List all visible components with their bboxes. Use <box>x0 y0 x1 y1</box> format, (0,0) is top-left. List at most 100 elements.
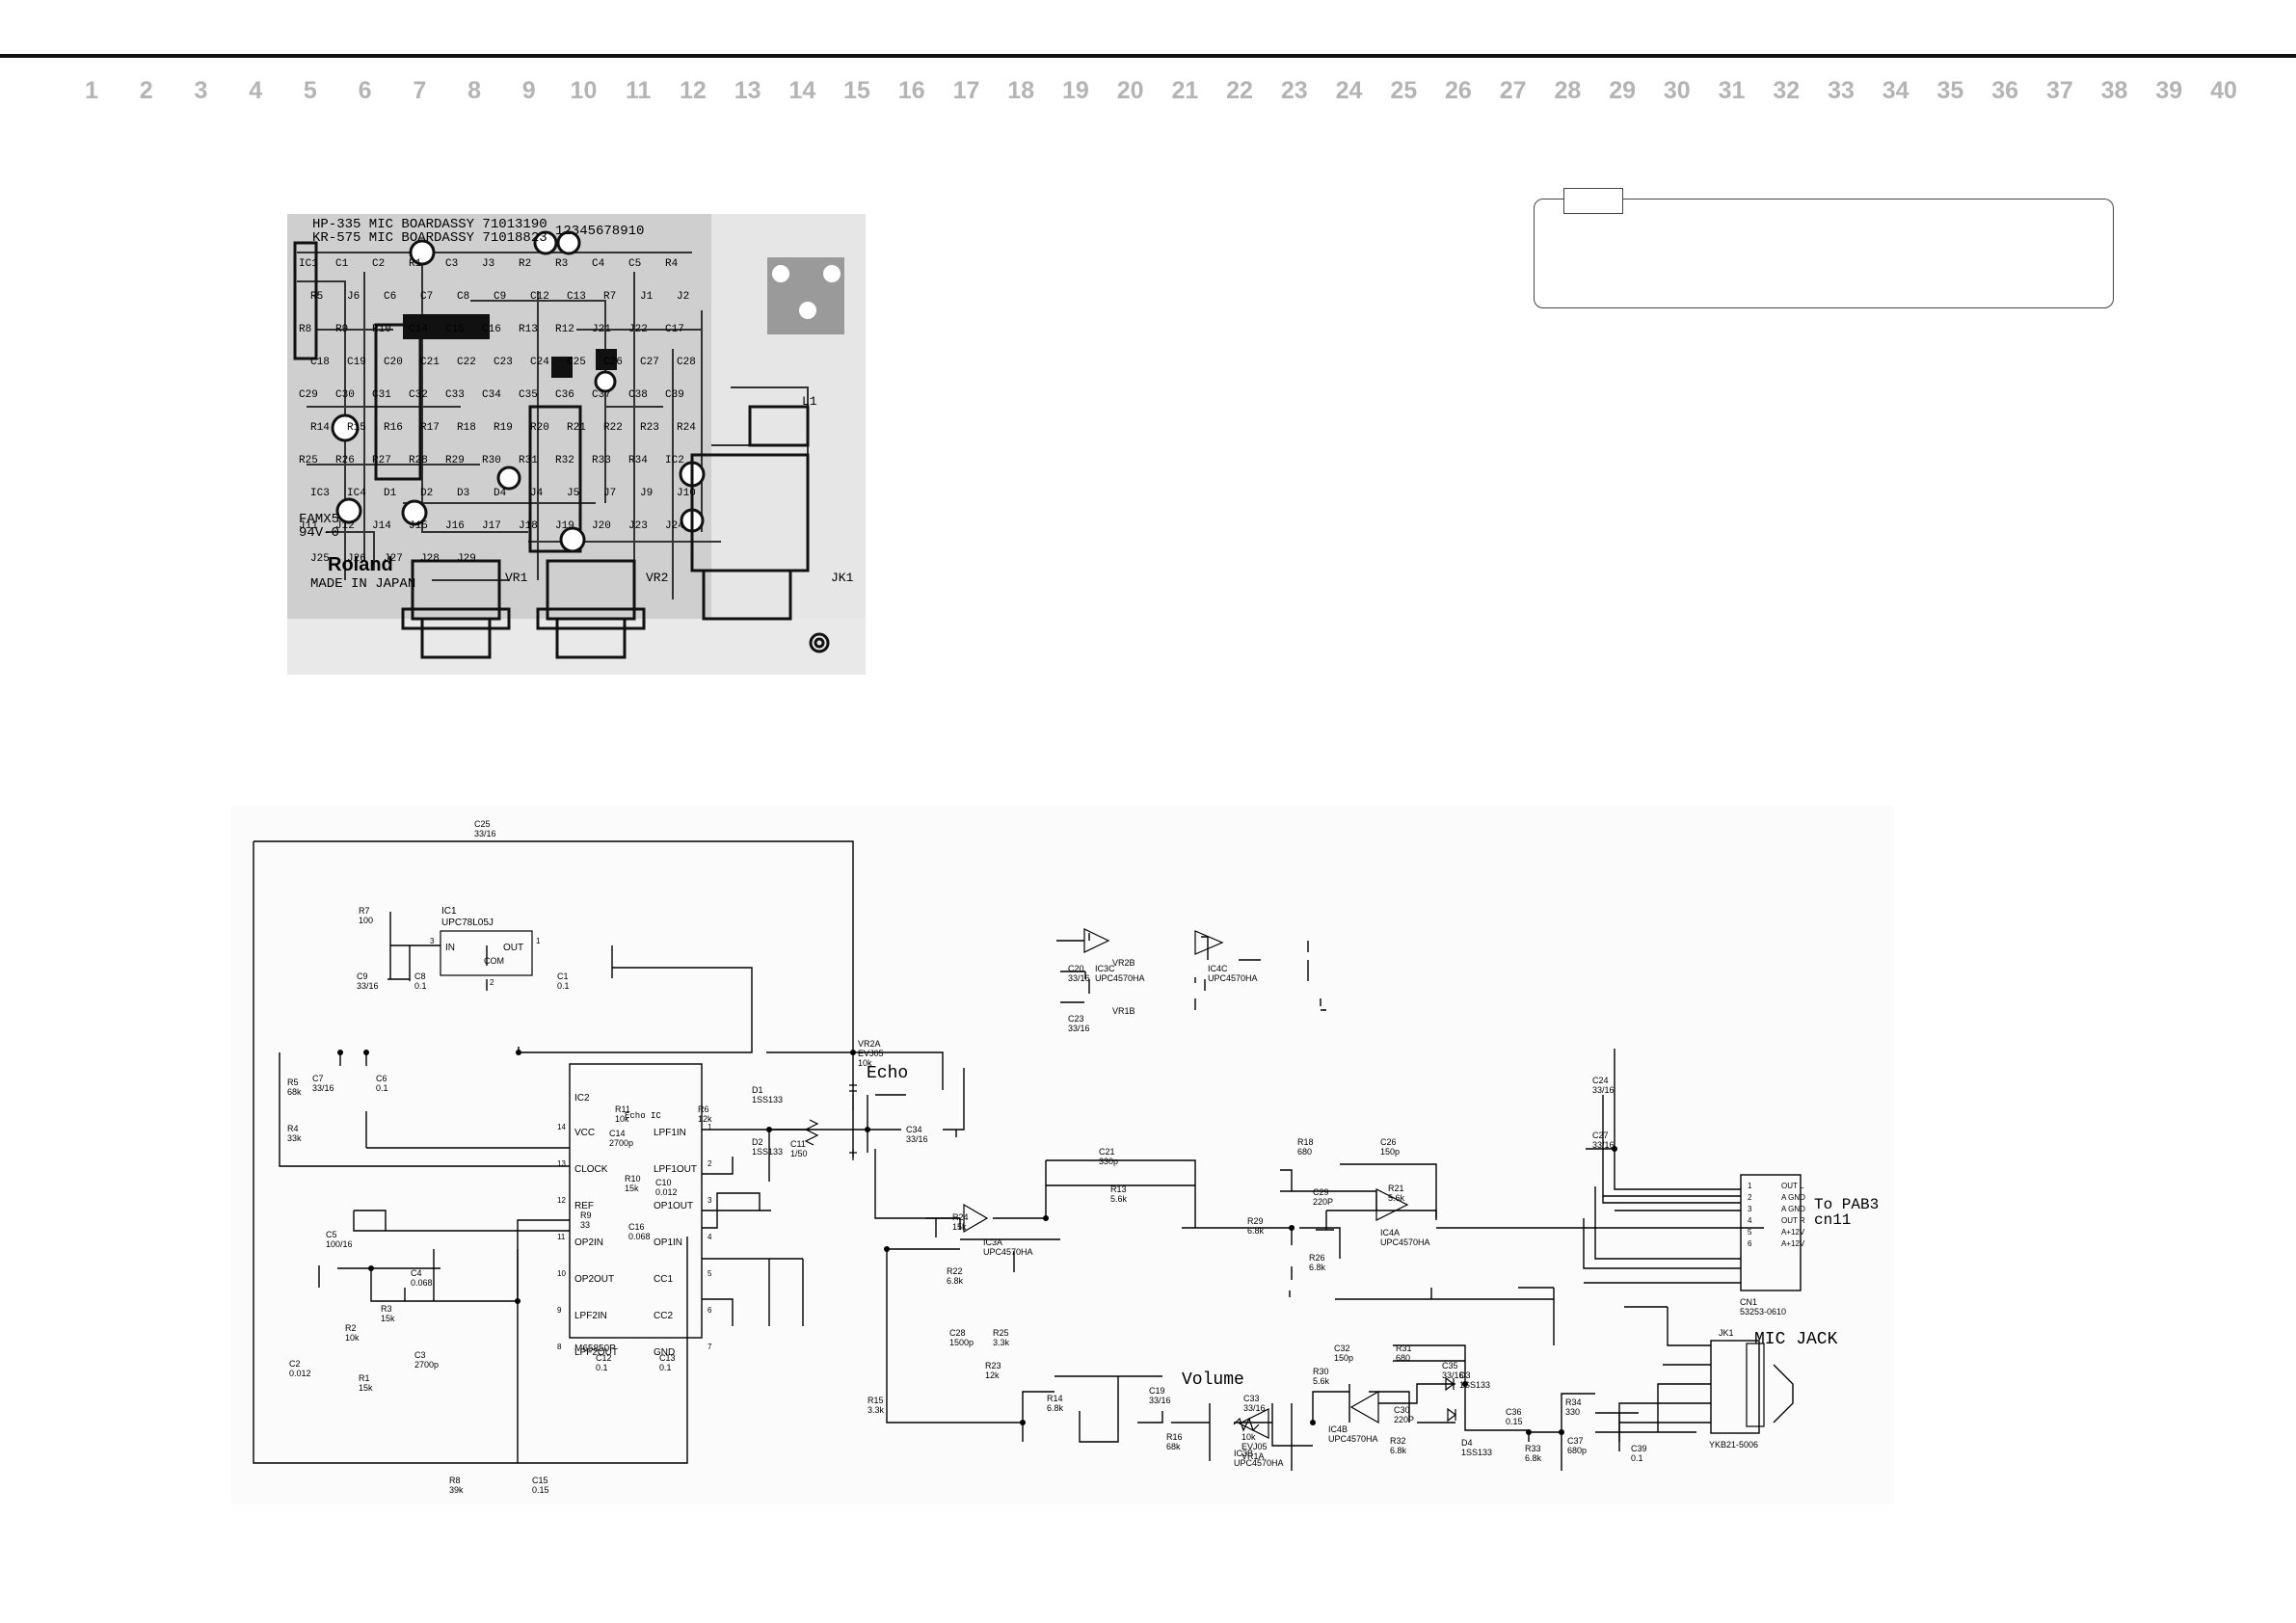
ic2-right-pin-number: 4 <box>707 1233 712 1241</box>
component-ref: R10 <box>625 1174 641 1184</box>
column-number: 16 <box>897 77 925 104</box>
component-value: 100/16 <box>326 1239 353 1249</box>
pcb-part-label: J19 <box>555 520 574 532</box>
column-number: 13 <box>734 77 761 104</box>
component-ref: R25 <box>993 1328 1009 1338</box>
component-value: 15k <box>625 1184 639 1193</box>
component-value: 2700p <box>414 1360 439 1370</box>
component-ref: R33 <box>1525 1444 1541 1453</box>
column-number: 7 <box>413 77 427 104</box>
mic-jack-label: MIC JACK <box>1754 1330 1838 1349</box>
column-number: 2 <box>139 77 153 104</box>
opamp-ic3b <box>1238 1408 1269 1439</box>
component-value: 15k <box>952 1222 967 1232</box>
cn1-pin-number: 5 <box>1748 1228 1752 1237</box>
jk1-name: JK1 <box>1719 1328 1734 1338</box>
pcb-part-label: C35 <box>519 389 538 401</box>
pcb-part-label: C20 <box>384 357 403 368</box>
pcb-part-label: J22 <box>628 324 648 335</box>
ic2-right-pin-number: 1 <box>707 1123 712 1131</box>
component-value: 0.1 <box>1631 1453 1643 1463</box>
component-value: 6.8k <box>1525 1453 1542 1463</box>
jk1-body <box>1746 1343 1765 1427</box>
pcb-part-label: R29 <box>445 455 465 466</box>
ic2-left-pin-number: 12 <box>557 1196 566 1205</box>
schematic-symbols <box>440 928 1765 1439</box>
pcb-part-label: R13 <box>519 324 538 335</box>
component-value: 1/50 <box>790 1149 808 1158</box>
column-number: 6 <box>358 77 372 104</box>
ic2-left-pin-number: 14 <box>557 1123 566 1131</box>
pcb-part-label: J10 <box>677 488 696 499</box>
vr1a-part: EVJ05 <box>1241 1442 1268 1451</box>
pcb-part-label: C31 <box>372 389 391 401</box>
pcb-part-label: R7 <box>603 291 616 303</box>
pcb-part-label: C16 <box>482 324 501 335</box>
component-value: 10k <box>615 1114 629 1124</box>
ic2-right-pin-number: 2 <box>707 1159 712 1168</box>
pcb-part-label: C32 <box>409 389 428 401</box>
column-number: 19 <box>1062 77 1089 104</box>
d4-diode <box>1447 1407 1456 1423</box>
opamp-ic4c <box>1194 930 1224 955</box>
d1-diode <box>849 1084 857 1110</box>
component-ref: C15 <box>532 1476 548 1485</box>
column-number: 36 <box>1991 77 2019 104</box>
component-ref: R26 <box>1309 1253 1325 1263</box>
component-value: 6.8k <box>1047 1403 1064 1413</box>
ic2-name: IC2 <box>574 1093 590 1104</box>
component-ref: C32 <box>1334 1344 1350 1353</box>
column-number: 38 <box>2100 77 2128 104</box>
ic1-pin-out: OUT <box>503 943 523 953</box>
component-ref: C33 <box>1243 1394 1260 1403</box>
pcb-part-label: R14 <box>310 422 330 434</box>
pcb-part-label: D4 <box>494 488 507 499</box>
component-ref: C13 <box>659 1353 676 1363</box>
vr2a-value: 10k <box>858 1058 872 1068</box>
component-value: 0.1 <box>414 981 427 991</box>
pcb-part-label: R15 <box>347 422 366 434</box>
ic2-right-pin-number: 7 <box>707 1343 712 1351</box>
pcb-part-label: R18 <box>457 422 476 434</box>
component-value: 1SS133 <box>1459 1380 1490 1390</box>
component-value: 150p <box>1334 1353 1353 1363</box>
component-ref: R13 <box>1110 1184 1127 1194</box>
component-ref: C6 <box>376 1074 387 1083</box>
ic2-right-pin-label: GND <box>654 1347 675 1358</box>
component-ref: C27 <box>1592 1131 1609 1140</box>
ic1-name: IC1 <box>441 906 457 917</box>
ic2-left-pin-label: OP2OUT <box>574 1274 614 1285</box>
ic1-n3: 3 <box>430 937 435 945</box>
pcb-part-label: D2 <box>420 488 433 499</box>
ic4b-name: IC4B <box>1328 1424 1348 1434</box>
ic2-right-pin-label: CC1 <box>654 1274 673 1285</box>
component-ref: R11 <box>615 1104 630 1114</box>
component-ref: R21 <box>1388 1184 1404 1193</box>
vr2b-name: VR2B <box>1112 958 1135 968</box>
component-ref: C5 <box>326 1230 337 1239</box>
pcb-part-label: J7 <box>603 488 616 499</box>
pcb-part-label: C21 <box>420 357 440 368</box>
component-ref: C35 <box>1442 1361 1458 1370</box>
pcb-part-label: C18 <box>310 357 330 368</box>
component-ref: C2 <box>289 1359 301 1369</box>
cn1-pin-number: 4 <box>1748 1216 1752 1225</box>
column-number: 35 <box>1936 77 1964 104</box>
column-number: 30 <box>1663 77 1691 104</box>
pcb-marking-1: FAMX5 <box>299 512 339 527</box>
ic2-right-pin-number: 6 <box>707 1306 712 1315</box>
component-ref: C7 <box>312 1074 324 1083</box>
column-number: 28 <box>1554 77 1582 104</box>
component-value: 12k <box>985 1370 1000 1380</box>
pcb-part-label: R24 <box>677 422 696 434</box>
opamp-ic4a <box>1375 1188 1409 1221</box>
d3-diode <box>1445 1376 1455 1392</box>
component-ref: C16 <box>628 1222 645 1232</box>
pcb-vr1: VR1 <box>505 571 528 585</box>
pcb-part-label: R25 <box>299 455 318 466</box>
pcb-part-label: R9 <box>335 324 348 335</box>
column-number: 25 <box>1390 77 1418 104</box>
component-value: 33/16 <box>1592 1085 1615 1095</box>
component-value: 1SS133 <box>1461 1448 1492 1457</box>
